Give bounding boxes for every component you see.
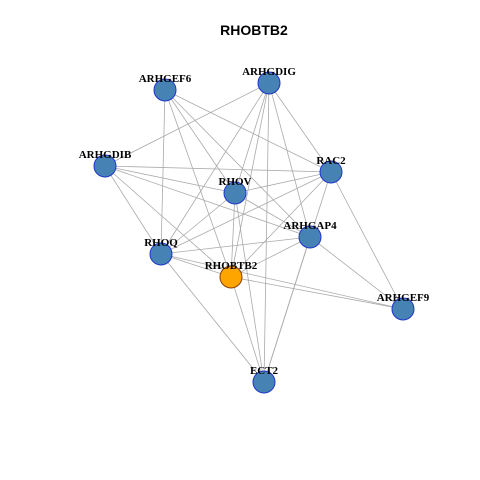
edge-arhgdig-arhgdib bbox=[104, 82, 270, 167]
node-label: ARHGDIG bbox=[242, 66, 296, 78]
node-rhoq[interactable]: RHOQ bbox=[144, 237, 178, 266]
node-label: RHOQ bbox=[144, 237, 178, 249]
node-circle[interactable] bbox=[149, 242, 173, 266]
edge-rhov-arhgap4 bbox=[234, 192, 311, 238]
node-arhgdib[interactable]: ARHGDIB bbox=[79, 149, 132, 178]
node-circle[interactable] bbox=[298, 225, 322, 249]
edge-arhgdig-rhoq bbox=[160, 82, 270, 255]
edge-arhgdib-rhobtb2 bbox=[104, 165, 232, 278]
edge-rhoq-rhobtb2 bbox=[160, 253, 232, 278]
edge-rhoq-ect2 bbox=[160, 253, 265, 383]
edge-arhgdib-rhoq bbox=[104, 165, 162, 255]
edge-arhgap4-arhgef9 bbox=[309, 236, 404, 310]
node-label: RAC2 bbox=[316, 155, 346, 167]
edge-arhgdig-rhobtb2 bbox=[230, 82, 270, 278]
edge-rhoq-arhgef9 bbox=[160, 253, 404, 310]
edge-rhov-rhoq bbox=[160, 192, 236, 255]
node-label: ARHGEF6 bbox=[139, 73, 192, 85]
edge-arhgap4-ect2 bbox=[263, 236, 311, 383]
node-arhgdig[interactable]: ARHGDIG bbox=[242, 66, 296, 95]
edge-rac2-rhoq bbox=[160, 171, 332, 255]
edge-rhov-ect2 bbox=[234, 192, 265, 383]
node-rhobtb2[interactable]: RHOBTB2 bbox=[205, 260, 258, 289]
node-circle[interactable] bbox=[319, 160, 343, 184]
edge-arhgef6-rhoq bbox=[160, 89, 166, 255]
edge-rhov-rhobtb2 bbox=[230, 192, 236, 278]
node-circle[interactable] bbox=[223, 181, 247, 205]
node-circle[interactable] bbox=[153, 78, 177, 102]
edge-arhgef6-arhgap4 bbox=[164, 89, 311, 238]
node-circle[interactable] bbox=[219, 265, 243, 289]
node-label: ARHGEF9 bbox=[377, 292, 430, 304]
node-rac2[interactable]: RAC2 bbox=[316, 155, 346, 184]
edge-rac2-rhobtb2 bbox=[230, 171, 332, 278]
node-label: RHOV bbox=[219, 176, 252, 188]
node-circle[interactable] bbox=[252, 370, 276, 394]
edge-layer bbox=[104, 82, 404, 383]
node-circle[interactable] bbox=[391, 297, 415, 321]
edge-arhgdig-rhov bbox=[234, 82, 270, 194]
node-circle[interactable] bbox=[257, 71, 281, 95]
diagram-title: RHOBTB2 bbox=[220, 22, 288, 38]
node-arhgef6[interactable]: ARHGEF6 bbox=[139, 73, 192, 102]
edge-arhgdib-rhov bbox=[104, 165, 236, 194]
edge-arhgdig-ect2 bbox=[263, 82, 270, 383]
edge-arhgef6-rac2 bbox=[164, 89, 332, 173]
edge-arhgef6-rhobtb2 bbox=[164, 89, 232, 278]
node-circle[interactable] bbox=[93, 154, 117, 178]
node-label: ARHGAP4 bbox=[283, 220, 337, 232]
edge-rac2-rhov bbox=[234, 171, 332, 194]
edge-arhgef6-rhov bbox=[164, 89, 236, 194]
node-arhgap4[interactable]: ARHGAP4 bbox=[283, 220, 337, 249]
node-rhov[interactable]: RHOV bbox=[219, 176, 252, 205]
edge-arhgdig-arhgap4 bbox=[268, 82, 311, 238]
edge-rac2-arhgef9 bbox=[330, 171, 404, 310]
node-arhgef9[interactable]: ARHGEF9 bbox=[377, 292, 430, 321]
node-label: ECT2 bbox=[250, 365, 279, 377]
edge-arhgdig-rac2 bbox=[268, 82, 332, 173]
edge-arhgap4-rhoq bbox=[160, 236, 311, 255]
edge-rhobtb2-ect2 bbox=[230, 276, 265, 383]
node-ect2[interactable]: ECT2 bbox=[250, 365, 279, 394]
edge-arhgap4-rhobtb2 bbox=[230, 236, 311, 278]
node-label: ARHGDIB bbox=[79, 149, 132, 161]
edge-rhobtb2-arhgef9 bbox=[230, 276, 404, 310]
edge-arhgdib-arhgap4 bbox=[104, 165, 311, 238]
edge-arhgdib-rac2 bbox=[104, 165, 332, 173]
node-label: RHOBTB2 bbox=[205, 260, 258, 272]
